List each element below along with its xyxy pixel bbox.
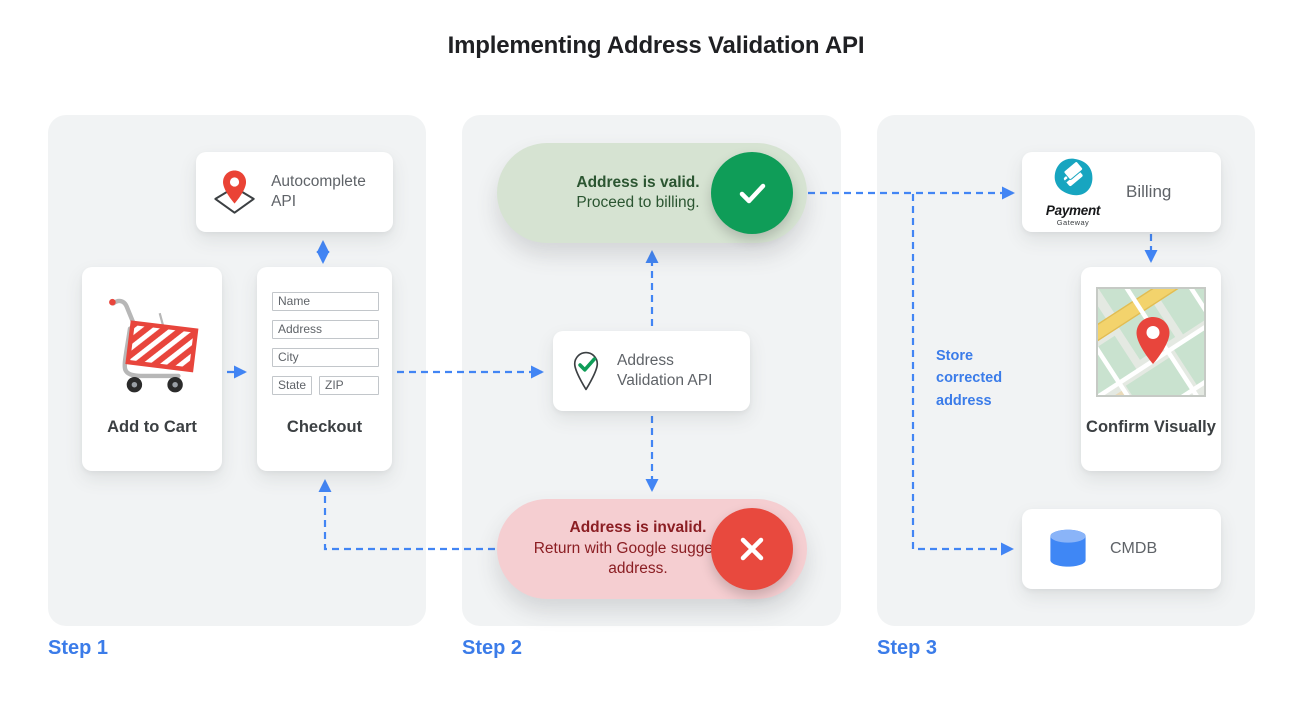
step3-label: Step 3: [877, 637, 938, 659]
address-valid-pill: Address is valid. Proceed to billing.: [497, 143, 807, 243]
x-circle-icon: [711, 508, 793, 590]
confirm-visually-label: Confirm Visually: [1086, 418, 1216, 436]
page-title: Implementing Address Validation API: [447, 32, 865, 59]
step1-label: Step 1: [48, 637, 109, 659]
confirm-visually-card: Confirm Visually: [1081, 267, 1221, 471]
checkout-card: Name Address City State ZIP Checkout: [257, 267, 392, 471]
state-field[interactable]: State: [272, 376, 312, 395]
address-validation-api-card: Address Validation API: [553, 331, 750, 411]
checkout-label: Checkout: [286, 418, 363, 436]
autocomplete-api-card: Autocomplete API: [196, 152, 393, 232]
store-corrected-address-note: Store corrected address: [936, 348, 1003, 409]
autocomplete-api-label: Autocomplete API: [271, 172, 366, 210]
address-invalid-pill: Address is invalid. Return with Google s…: [497, 499, 807, 599]
zip-field[interactable]: ZIP: [319, 376, 379, 395]
cmdb-card: CMDB: [1022, 509, 1221, 589]
invalid-subtitle: Return with Google suggested address.: [533, 539, 743, 578]
valid-subtitle: Proceed to billing.: [576, 194, 700, 211]
valid-title: Address is valid.: [576, 173, 700, 191]
address-field[interactable]: Address: [272, 320, 379, 339]
add-to-cart-label: Add to Cart: [107, 418, 197, 436]
payment-logo-title: Payment: [1045, 203, 1101, 218]
billing-card: Payment Gateway Billing: [1022, 152, 1221, 232]
step2-label: Step 2: [462, 637, 523, 659]
cmdb-label: CMDB: [1110, 539, 1158, 557]
billing-label: Billing: [1126, 181, 1172, 201]
payment-gateway-logo: Payment Gateway: [1036, 157, 1110, 227]
map-pin-diamond-icon: [214, 170, 255, 214]
database-icon: [1050, 529, 1086, 567]
city-field[interactable]: City: [272, 348, 379, 367]
map-thumbnail: [1096, 287, 1206, 397]
invalid-title: Address is invalid.: [569, 519, 707, 537]
name-field[interactable]: Name: [272, 292, 379, 311]
address-validation-api-label: Address Validation API: [617, 351, 713, 389]
add-to-cart-card: Add to Cart: [82, 267, 222, 471]
check-circle-icon: [711, 152, 793, 234]
payment-logo-subtitle: Gateway: [1056, 218, 1090, 227]
map-pin-check-icon: [573, 351, 599, 391]
shopping-cart-icon: [109, 298, 199, 393]
